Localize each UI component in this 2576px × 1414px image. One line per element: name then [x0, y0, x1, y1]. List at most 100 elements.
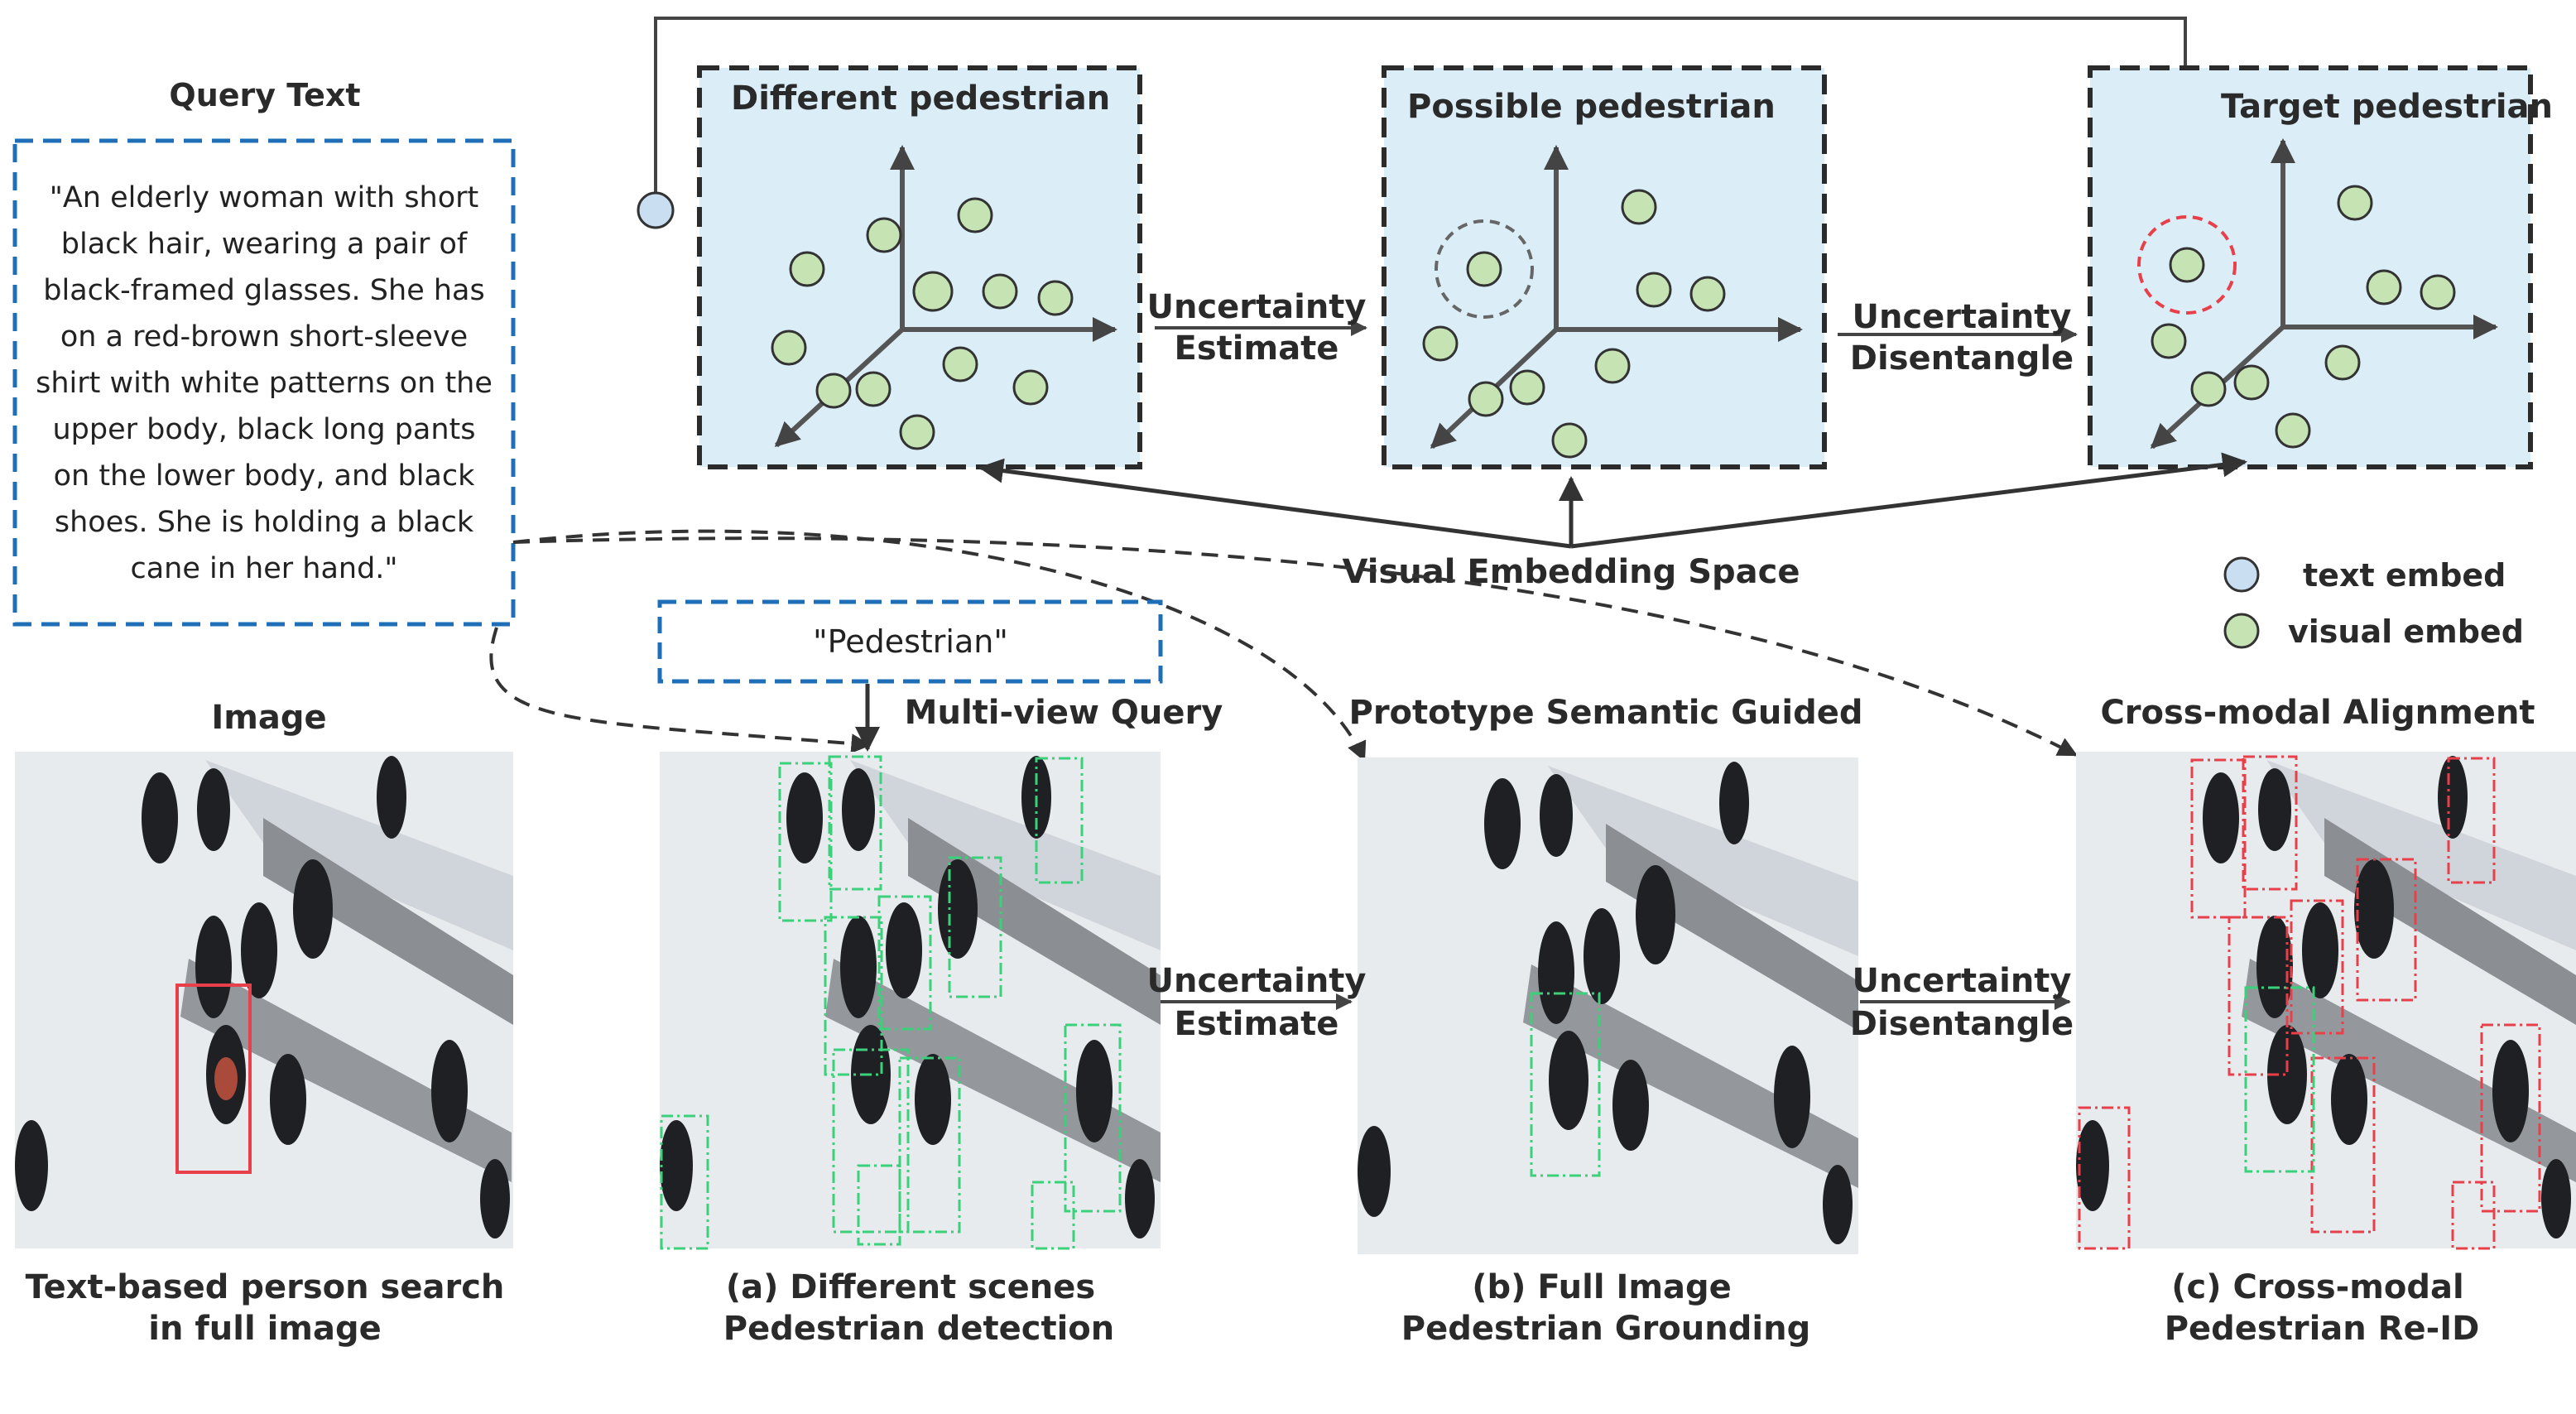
detection-box	[824, 916, 883, 1076]
estimate-label: Uncertainty	[1146, 288, 1366, 326]
visual-embed-point	[2324, 344, 2361, 381]
visual-embed-point	[2169, 247, 2205, 283]
panel-title: Different pedestrian	[731, 79, 1110, 118]
detection-box	[857, 1164, 901, 1246]
link-to-reid	[512, 536, 2079, 757]
pedestrian-figure	[1540, 774, 1573, 857]
visual-embed-point	[2337, 185, 2373, 221]
scene-grounding	[1358, 758, 1858, 1254]
reid-box	[2078, 1106, 2131, 1250]
target-box	[175, 984, 252, 1174]
pedestrian-figure	[1125, 1159, 1155, 1238]
pedestrian-figure	[786, 772, 823, 863]
panel-possible-pedestrian: Possible pedestrian	[1382, 65, 1827, 469]
dark-stripe	[908, 818, 1161, 1025]
query-line: black-framed glasses. She has	[43, 274, 484, 307]
disentangle-label-row: Uncertainty	[1852, 962, 2071, 1000]
detection-box	[1035, 757, 1084, 884]
pedestrian-figure	[1774, 1046, 1810, 1148]
scene-image	[15, 752, 513, 1248]
visual-embed-point	[2233, 364, 2270, 401]
detection-box	[660, 1114, 709, 1250]
dark-stripe	[2242, 959, 2576, 1182]
dark-stripe	[180, 959, 512, 1182]
arrow-to-panel-1	[978, 458, 1572, 549]
visual-embed-point	[957, 197, 993, 233]
pedestrian-figure	[142, 772, 178, 863]
query-line: on a red-brown short-sleeve	[60, 320, 468, 354]
caption-b-line: (b) Full Image	[1472, 1268, 1732, 1306]
dark-stripe	[1606, 824, 1858, 1031]
panel-different-pedestrian: Different pedestrian	[697, 65, 1142, 469]
reid-box	[2451, 1181, 2496, 1250]
panel-title: Possible pedestrian	[1407, 88, 1776, 126]
disentangle-label-row: Disentangle	[1850, 1005, 2074, 1043]
pedestrian-figure	[2438, 756, 2468, 839]
detection-title: Multi-view Query	[905, 694, 1223, 732]
target-ring	[2137, 215, 2237, 315]
reid-box	[2290, 899, 2344, 1035]
pedestrian-figure	[431, 1040, 468, 1142]
detection-box	[948, 856, 1002, 998]
arrow-to-panel-3	[1570, 452, 2247, 549]
pedestrian-figure	[197, 768, 230, 851]
pedestrian-figure	[2354, 859, 2394, 959]
caption-c-line: (c) Cross-modal	[2171, 1268, 2463, 1306]
caption-a-line: (a) Different scenes	[726, 1268, 1095, 1306]
image-title: Image	[211, 699, 326, 737]
visual-embed-point	[1594, 348, 1631, 384]
pedestrian-figure	[2302, 902, 2338, 998]
panel-frame	[1382, 65, 1827, 469]
visual-embed-point	[789, 251, 825, 287]
grounding-box	[1530, 992, 1601, 1177]
visual-embed-point	[855, 371, 892, 407]
pedestrian-figure	[1538, 921, 1574, 1024]
pedestrian-figure	[660, 1120, 693, 1211]
reid-box	[2356, 858, 2417, 1002]
visual-embed-point	[1468, 381, 1504, 417]
visual-embed-point	[2366, 269, 2402, 305]
pedestrian-figure	[270, 1054, 306, 1145]
visual-embed-point	[982, 273, 1018, 310]
pedestrian-figure	[2203, 772, 2239, 863]
disentangle-label: Uncertainty	[1852, 298, 2071, 336]
visual-embed-point	[2190, 371, 2227, 407]
visual-embed-point	[866, 217, 902, 253]
visual-space-label: Visual Embedding Space	[1343, 553, 1800, 591]
pedestrian-figure	[1612, 1060, 1649, 1151]
visual-embed-point	[942, 346, 978, 382]
pedestrian-figure	[840, 916, 877, 1018]
visual-embed-point	[912, 271, 954, 312]
pedestrian-figure	[2492, 1040, 2529, 1142]
detection-box	[1031, 1181, 1075, 1250]
reid-title: Cross-modal Alignment	[2100, 694, 2535, 732]
visual-embed-swatch	[2223, 613, 2260, 649]
pedestrian-prompt: "Pedestrian"	[813, 623, 1008, 660]
visual-embed-point	[2151, 323, 2187, 359]
dark-stripe	[263, 818, 513, 1025]
pedestrian-figure	[1584, 908, 1620, 1004]
query-line: shirt with white patterns on the	[36, 367, 493, 400]
panel-target-pedestrian: Target pedestrian	[2088, 65, 2553, 469]
light-band	[205, 760, 513, 950]
pedestrian-figure	[2076, 1120, 2109, 1211]
panel-title: Target pedestrian	[2221, 88, 2553, 126]
scene-detection	[660, 752, 1161, 1250]
dark-stripe	[825, 959, 1161, 1182]
caption-image-line: in full image	[148, 1310, 381, 1348]
light-band	[1548, 766, 1858, 956]
detection-box	[898, 1056, 961, 1234]
legend-visual-embed: visual embed	[2288, 613, 2524, 650]
panel-frame	[2088, 65, 2533, 469]
query-line: cane in her hand."	[130, 552, 397, 585]
pedestrian-figure	[15, 1120, 48, 1211]
panel-frame	[697, 65, 1142, 469]
pedestrian-figure	[938, 859, 978, 959]
estimate-label: Estimate	[1175, 329, 1339, 368]
query-line: shoes. She is holding a black	[55, 506, 474, 539]
reid-box	[2310, 1056, 2376, 1234]
detection-box	[778, 762, 833, 922]
pedestrian-figure	[2331, 1054, 2367, 1145]
query-line: upper body, black long pants	[53, 413, 476, 446]
